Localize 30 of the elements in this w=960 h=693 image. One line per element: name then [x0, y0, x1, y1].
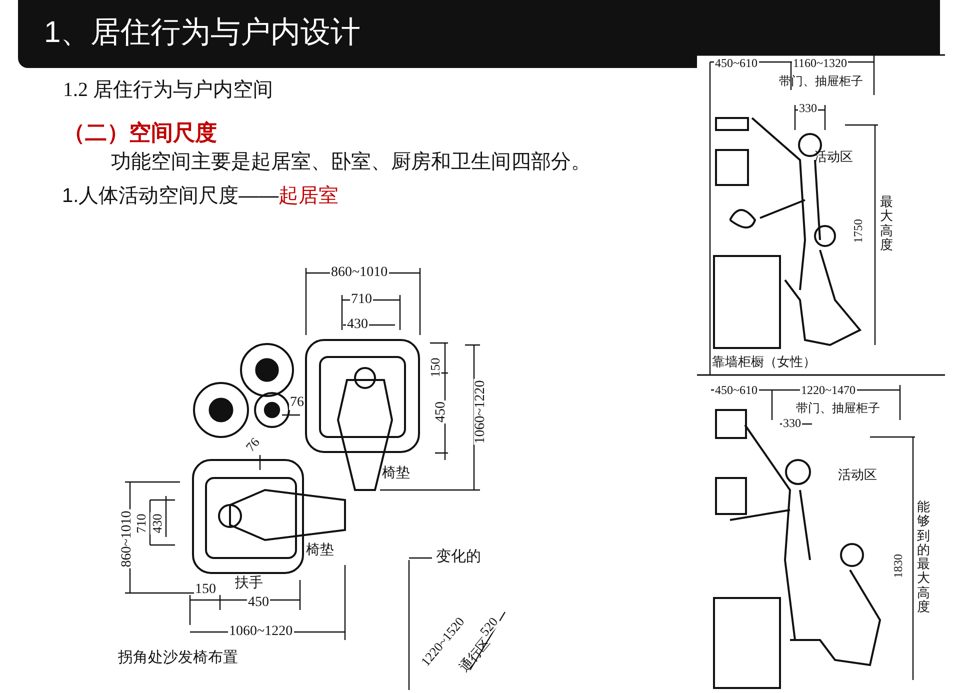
section-heading: 1.2 居住行为与户内空间 — [62, 80, 274, 100]
dimension-label: 1220~1470 — [800, 384, 856, 396]
dimension-label: 710 — [134, 512, 148, 534]
dimension-label: 150 — [194, 583, 217, 597]
dimension-label: 76 — [242, 434, 262, 454]
part-label: 椅垫 — [306, 542, 334, 556]
part-label: 最大高度 — [880, 195, 893, 252]
dimension-label: 150 — [428, 356, 442, 378]
caption: 拐角处沙发椅布置 — [118, 650, 238, 665]
part-label: 活动区 — [838, 468, 877, 481]
dimension-label: 330 — [798, 102, 818, 114]
dimension-label: 430 — [150, 512, 164, 534]
dimension-label: 1160~1320 — [792, 57, 848, 69]
dimension-label: 450~610 — [714, 384, 758, 396]
dimension-label: 450~610 — [714, 57, 758, 69]
part-label: 带门、抽屉柜子 — [796, 402, 880, 414]
slide-title: 1、居住行为与户内设计 — [44, 18, 361, 48]
dimension-label: 1750 — [852, 218, 864, 244]
part-label: 椅垫 — [382, 465, 410, 479]
part-label: 带门、抽屉柜子 — [779, 75, 863, 87]
part-label: 能够到的最大高度 — [917, 500, 930, 614]
dimension-label: 76 — [289, 396, 305, 410]
caption: 靠墙柜橱（女性） — [712, 355, 816, 368]
dimension-label: 330 — [782, 417, 802, 429]
part-label: 变化的 — [436, 549, 481, 564]
dimension-label: 1830 — [892, 553, 904, 579]
dimension-label: 450 — [434, 400, 448, 424]
body-text: 1.人体活动空间尺度—— — [62, 185, 279, 207]
part-label: 扶手 — [234, 575, 264, 589]
highlight-text: 起居室 — [278, 185, 339, 207]
